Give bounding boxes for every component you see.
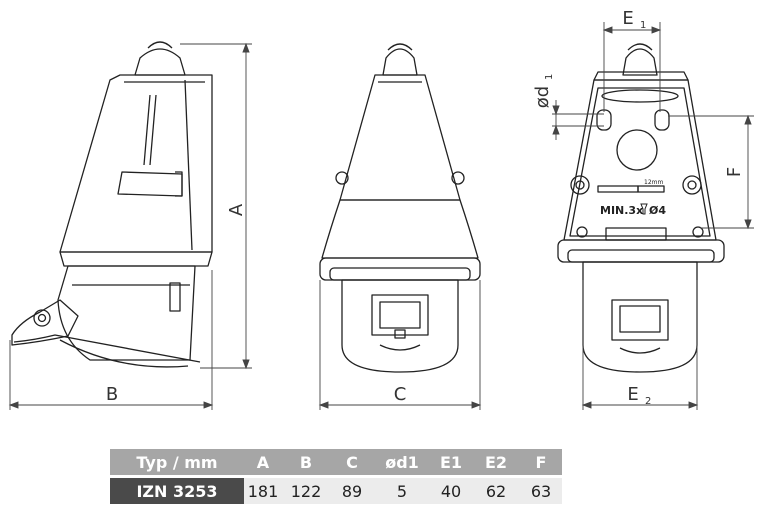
table-row: IZN 3253 181 122 89 5 40 62 63 [110, 476, 562, 504]
table-cell-f: 63 [520, 476, 562, 504]
table-header-b: B [282, 449, 330, 478]
table-cell-b: 122 [282, 476, 330, 504]
dimension-f-label: F [724, 167, 745, 177]
screwdriver-icon [640, 203, 648, 215]
technical-drawing: A B C E 1 ød 1 F E 2 12mm MIN.3x Ø4 [8, 8, 754, 410]
dimension-e2-subscript: 2 [645, 396, 651, 407]
table-header-f: F [520, 449, 562, 478]
side-view [11, 41, 213, 368]
screw-size-label: Ø4 [649, 204, 666, 217]
table-header-e1: E1 [430, 449, 472, 478]
dimension-e1-label: E [622, 8, 633, 29]
strip-length-label: 12mm [644, 179, 663, 186]
table-cell-type: IZN 3253 [110, 476, 244, 504]
table-cell-d1: 5 [374, 476, 430, 504]
table-header-row: Typ / mm A B C ød1 E1 E2 F [110, 449, 562, 478]
dimension-a-label: A [226, 203, 247, 216]
table-header-e2: E2 [472, 449, 520, 478]
table-cell-a: 181 [244, 476, 282, 504]
dimension-e2-label: E [627, 384, 638, 405]
table-header-d1: ød1 [374, 449, 430, 478]
front-view [319, 43, 481, 373]
table-header-type: Typ / mm [110, 449, 244, 478]
table-header-c: C [330, 449, 374, 478]
dimension-d1-label: ød [532, 86, 553, 108]
dimension-d1-subscript: 1 [544, 74, 555, 80]
screw-note-label: MIN.3x [600, 204, 643, 217]
table-header-a: A [244, 449, 282, 478]
dimension-e1-subscript: 1 [640, 20, 646, 31]
rear-view [557, 43, 725, 373]
table-cell-e2: 62 [472, 476, 520, 504]
table-cell-c: 89 [330, 476, 374, 504]
dimension-c-label: C [394, 384, 407, 405]
dimensions-table: Typ / mm A B C ød1 E1 E2 F IZN 3253 181 … [110, 449, 562, 504]
table-cell-e1: 40 [430, 476, 472, 504]
dimension-b-label: B [106, 384, 118, 405]
